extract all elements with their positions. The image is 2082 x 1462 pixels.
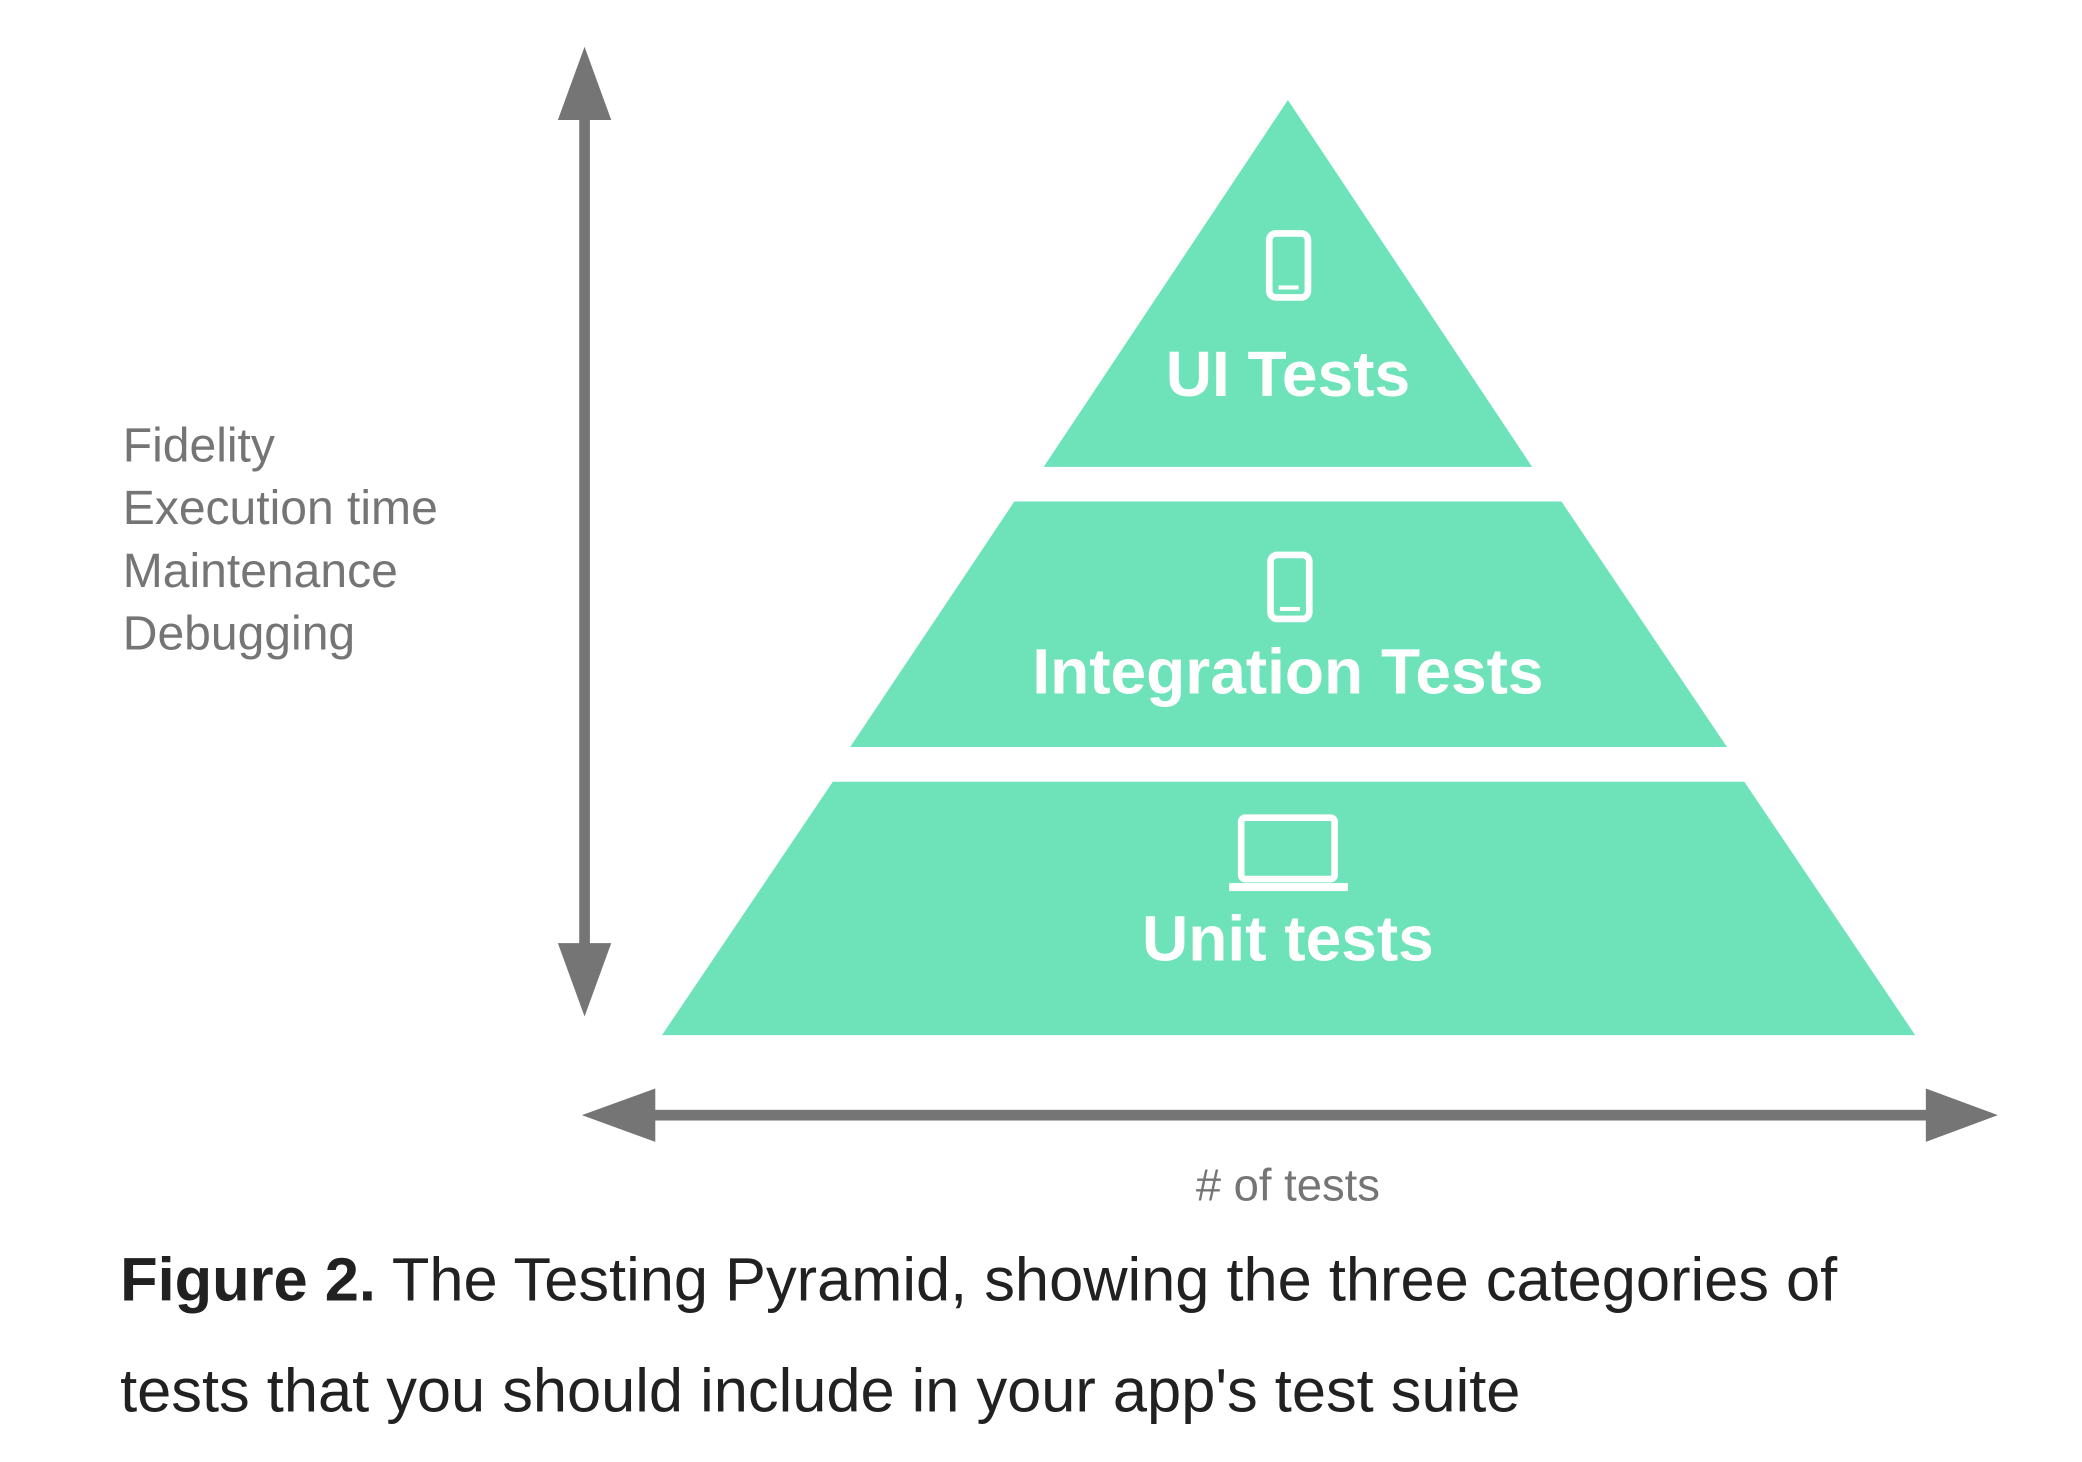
figure-caption-line1: Figure 2. The Testing Pyramid, showing t… — [120, 1246, 1838, 1315]
layer-unit-tests: Unit tests — [661, 781, 1916, 1036]
phone-icon — [1265, 230, 1312, 301]
x-axis-label: # of tests — [1196, 1160, 1380, 1211]
layer-label: UI Tests — [1166, 338, 1410, 410]
horizontal-double-arrow — [581, 1088, 1998, 1142]
caption-text: The Testing Pyramid, showing the three c… — [376, 1246, 1838, 1315]
side-label-debugging: Debugging — [123, 608, 355, 661]
side-label-maintenance: Maintenance — [123, 545, 398, 598]
laptop-icon — [1229, 814, 1348, 892]
layer-ui-tests: UI Tests — [1043, 100, 1533, 467]
phone-icon — [1267, 551, 1313, 623]
layer-label: Unit tests — [1142, 902, 1434, 974]
caption-figure-number: Figure 2. — [120, 1246, 376, 1315]
vertical-double-arrow — [557, 46, 612, 1017]
layer-integration-tests: Integration Tests — [850, 501, 1727, 748]
layer-label: Integration Tests — [1032, 636, 1543, 708]
figure-caption-line2: tests that you should include in your ap… — [120, 1356, 1520, 1425]
side-label-fidelity: Fidelity — [123, 420, 275, 473]
side-label-execution-time: Execution time — [123, 482, 438, 535]
